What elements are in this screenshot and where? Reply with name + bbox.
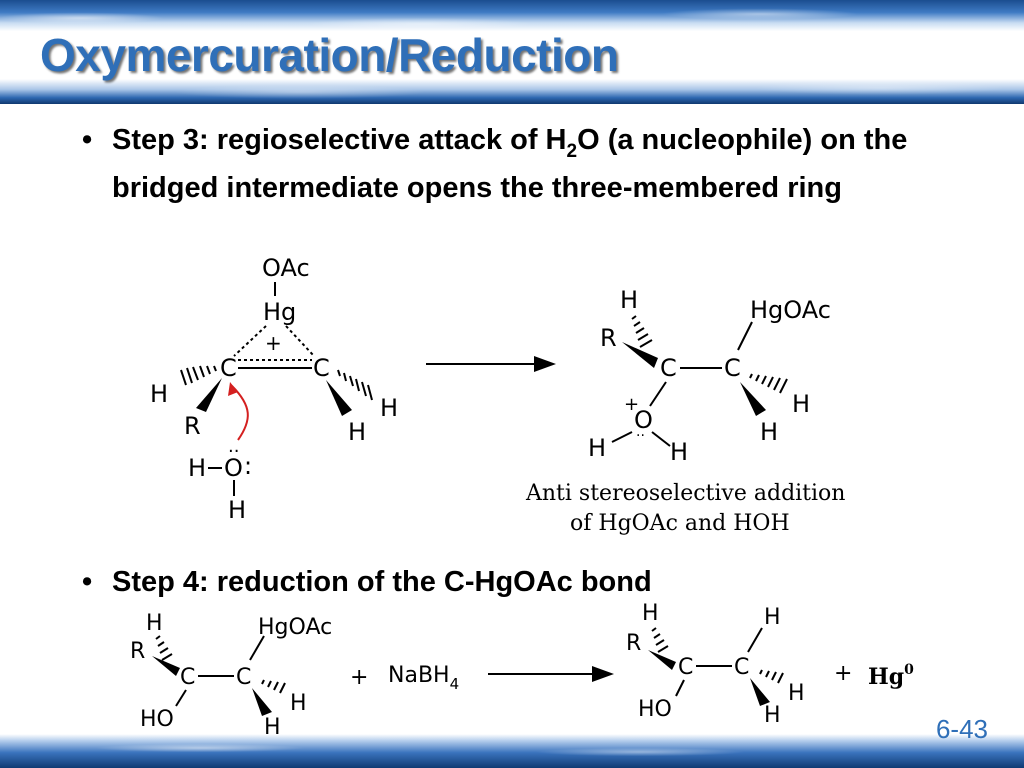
svg-text:NaBH4: NaBH4	[388, 663, 459, 693]
hg-label: Hg	[263, 298, 296, 326]
o-h-left-label: H	[588, 434, 606, 462]
hgoac-label: HgOAc	[750, 296, 831, 324]
curved-arrow	[231, 385, 249, 441]
r-left-label: R	[184, 412, 201, 440]
h-left-label: H	[150, 380, 168, 408]
o-label: O	[634, 406, 653, 434]
c-left-label: C	[678, 655, 693, 680]
c-right-label: C	[734, 655, 749, 680]
mercurinium-reactant: OAc Hg + C C H R H	[150, 254, 398, 524]
ho-label: HO	[638, 697, 672, 722]
c-left-label: C	[180, 665, 195, 690]
h-right-1-label: H	[792, 390, 810, 418]
step4-reaction-scheme: H R C C HgOAc HO H H + NaBH4 H	[130, 601, 914, 740]
h-top-right-label: H	[764, 605, 781, 630]
oac-label: OAc	[262, 254, 310, 282]
water-h-bottom-label: H	[228, 496, 246, 524]
h-right-2-label: H	[348, 418, 366, 446]
slide-title: Oxymercuration/Reduction	[40, 29, 619, 81]
reagent-nabh4: NaBH4	[388, 663, 459, 693]
caption-line-2: of HgOAc and HOH	[570, 511, 790, 536]
water-o-label: O	[224, 454, 243, 482]
plus-charge: +	[265, 331, 282, 355]
h-right-1-label: H	[788, 681, 805, 706]
h-right-1-label: H	[290, 691, 307, 716]
mercury-byproduct: Hg0	[868, 662, 914, 690]
water-h-left-label: H	[188, 454, 206, 482]
bullet-marker: •	[82, 566, 93, 598]
top-water-banner	[0, 0, 1024, 104]
h-top-label: H	[146, 611, 163, 636]
c-right-label: C	[724, 354, 741, 382]
c-left-label: C	[660, 354, 677, 382]
alcohol-product: H R C C H HO H H	[626, 601, 805, 728]
reaction-arrow	[426, 356, 556, 372]
o-h-right-label: H	[670, 438, 688, 466]
step3-reaction-scheme: OAc Hg + C C H R H	[150, 254, 845, 536]
svg-text:Hg0: Hg0	[868, 662, 914, 690]
c-right-label: C	[236, 665, 251, 690]
plus-sign-1: +	[350, 665, 368, 690]
water-colon: :	[244, 452, 252, 480]
bullet-text: Step 3: regioselective attack of H2O (a …	[112, 124, 908, 204]
plus-charge: +	[624, 394, 639, 415]
hgoac-label: HgOAc	[258, 615, 332, 640]
h-top-left-label: H	[642, 601, 659, 626]
h-right-2-label: H	[764, 703, 781, 728]
c-right-label: C	[313, 354, 330, 382]
caption-line-1: Anti stereoselective addition	[525, 481, 845, 506]
organomercury-reactant: H R C C HgOAc HO H H	[130, 611, 332, 740]
water-lone-pair: ..	[228, 436, 239, 457]
h-right-1-label: H	[380, 394, 398, 422]
r-label: R	[130, 639, 145, 664]
h-top-label: H	[620, 286, 638, 314]
bottom-water-banner	[0, 734, 1024, 768]
bullet-marker: •	[82, 124, 93, 156]
r-label: R	[626, 631, 641, 656]
o-lone-pair: ··	[636, 428, 645, 444]
h-right-2-label: H	[264, 715, 281, 740]
page-number: 6-43	[935, 714, 988, 744]
c-left-label: C	[220, 354, 237, 382]
plus-sign-2: +	[834, 661, 852, 686]
reaction-arrow	[488, 666, 614, 682]
r-label: R	[600, 324, 617, 352]
oxonium-product: H R C C HgOAc H H + O ·· H	[588, 286, 831, 466]
h-right-2-label: H	[760, 418, 778, 446]
ho-label: HO	[140, 707, 174, 732]
bullet-text: Step 4: reduction of the C-HgOAc bond	[112, 566, 652, 598]
